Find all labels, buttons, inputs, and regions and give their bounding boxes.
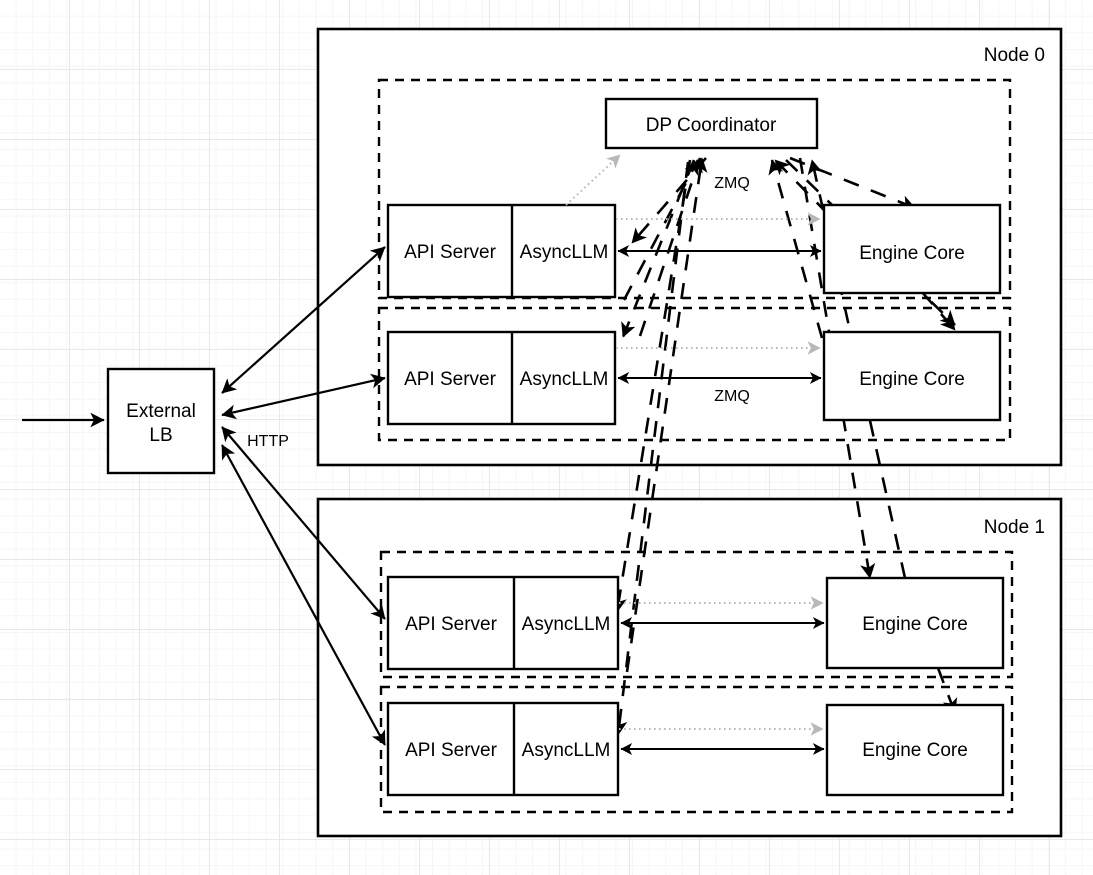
n1g1-engine-core-label: Engine Core (862, 740, 968, 761)
dashed-n0g0-engine-to-coordinator (774, 159, 829, 215)
dotted-n0g0-asyncllm-to-coordinator (565, 154, 621, 206)
node1-group-0: API Server AsyncLLM Engine Core (386, 575, 1005, 671)
http-label: HTTP (247, 433, 289, 450)
n0g1-api-asyncllm-box[interactable] (386, 330, 617, 426)
dashed-coordinator-to-n1g1-asyncllm (612, 161, 690, 736)
n0g1-zmq-label: ZMQ (714, 388, 750, 405)
n0g0-engine-core-box[interactable] (822, 203, 1002, 295)
n0g0-api-server-label: API Server (404, 242, 497, 263)
node1-group-1: API Server AsyncLLM Engine Core (386, 701, 1005, 797)
n0g0-api-asyncllm-box[interactable] (386, 203, 617, 299)
n0g1-api-server-label: API Server (404, 369, 497, 390)
external-lb[interactable]: External LB (106, 367, 216, 475)
n0g1-asyncllm-label: AsyncLLM (520, 369, 609, 390)
node-1-label: Node 1 (984, 517, 1045, 538)
external-lb-label-line1: External (126, 401, 196, 422)
node0-group-0-boundary (377, 78, 1012, 300)
dashed-coordinator-to-n0g0-asyncllm (631, 157, 707, 244)
n0g0-engine-core-label: Engine Core (859, 243, 965, 264)
n1g1-api-server-label: API Server (405, 740, 498, 761)
n1g0-api-server-label: API Server (405, 614, 498, 635)
n0g1-engine-core-box[interactable] (822, 330, 1002, 422)
edge-external-lb-to-n0g0-api (221, 246, 386, 394)
node0-group-1: API Server AsyncLLM Engine Core ZMQ (386, 330, 1002, 426)
n1g0-asyncllm-label: AsyncLLM (522, 614, 611, 635)
edge-external-lb-to-n0g1-api (221, 373, 386, 420)
n1g0-engine-core-box[interactable] (825, 576, 1005, 670)
n0g0-zmq-label: ZMQ (714, 175, 750, 192)
external-lb-links (22, 246, 386, 746)
n1g1-api-asyncllm-box[interactable] (386, 701, 620, 797)
dashed-coordinator-to-n0g0-engine (789, 156, 916, 210)
external-lb-label-line2: LB (149, 425, 172, 446)
n1g1-engine-core-box[interactable] (825, 703, 1005, 797)
edge-external-lb-to-n1g1-api (221, 444, 386, 746)
n1g0-engine-core-label: Engine Core (862, 614, 968, 635)
n1g0-api-asyncllm-box[interactable] (386, 575, 620, 671)
n1g1-asyncllm-label: AsyncLLM (522, 740, 611, 761)
n0g0-asyncllm-label: AsyncLLM (520, 242, 609, 263)
node1-group-0-boundary (379, 550, 1014, 679)
n0g1-engine-core-label: Engine Core (859, 369, 965, 390)
dashed-n0g0-engine-to-n0g1-engine (921, 291, 956, 331)
node0-group-0: API Server AsyncLLM Engine Core ZMQ (386, 154, 1002, 299)
dp-coordinator-label: DP Coordinator (646, 115, 777, 136)
dp-coordinator[interactable]: DP Coordinator (604, 97, 819, 150)
node-0-label: Node 0 (984, 45, 1045, 66)
dashed-coordinator-to-n1g0-asyncllm (611, 159, 692, 613)
node1-group-1-boundary (379, 685, 1014, 814)
